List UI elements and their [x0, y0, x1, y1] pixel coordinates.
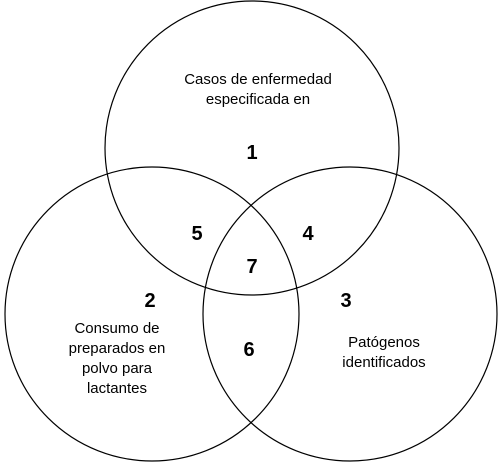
region-number-5: 5 — [191, 223, 202, 245]
region-number-3: 3 — [340, 290, 351, 312]
region-number-7: 7 — [246, 256, 257, 278]
set-2-label-line-1: Consumo de — [74, 320, 159, 337]
set-1-label-line-2: especificada en — [206, 91, 310, 108]
set-2-label-line-3: polvo para — [82, 360, 153, 377]
region-number-4: 4 — [302, 223, 314, 245]
set-1-label-line-1: Casos de enfermedad — [184, 71, 332, 88]
set-circle-2 — [4, 166, 300, 462]
set-3-label-line-1: Patógenos — [348, 334, 420, 351]
region-number-2: 2 — [144, 290, 155, 312]
region-number-6: 6 — [243, 339, 254, 361]
set-3-label-line-2: identificados — [342, 354, 425, 371]
set-2-label-line-2: preparados en — [69, 340, 166, 357]
set-circle-1 — [104, 0, 400, 296]
region-number-1: 1 — [246, 142, 257, 164]
set-circle-3 — [202, 166, 498, 462]
set-2-label-line-4: lactantes — [87, 380, 147, 397]
